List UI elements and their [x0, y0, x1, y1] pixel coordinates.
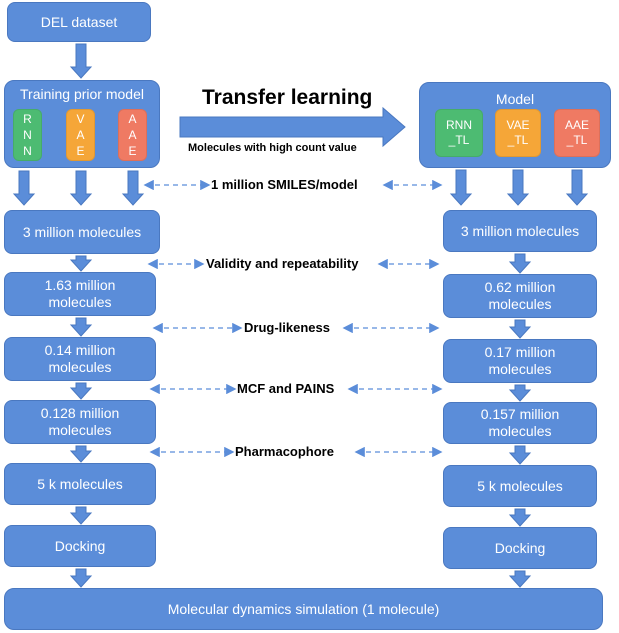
right-step-3-label: 0.17 million molecules	[484, 344, 556, 377]
transfer-subtitle: Molecules with high count value	[188, 142, 357, 154]
rnn-chip: R N N	[13, 109, 42, 161]
left-step-6-label: Docking	[54, 537, 106, 554]
right-step-3: 0.17 million molecules	[443, 339, 597, 383]
left-step-3: 0.14 million molecules	[4, 337, 156, 381]
right-step-4-label: 0.157 million molecules	[480, 406, 560, 439]
filter-label-validity: Validity and repeatability	[206, 256, 359, 271]
left-step-4: 0.128 million molecules	[4, 400, 156, 444]
right-step-6-label: Docking	[494, 539, 546, 556]
left-step-6: Docking	[4, 525, 156, 567]
arrow-right-step-5	[508, 508, 532, 527]
right-step-1: 3 million molecules	[443, 210, 597, 252]
vae-chip-label: V A E	[76, 112, 85, 158]
aae-tl-chip: AAE _TL	[554, 109, 600, 157]
left-step-2: 1.63 million molecules	[4, 272, 156, 316]
right-step-2: 0.62 million molecules	[443, 274, 597, 318]
arrow-left-step-1	[69, 255, 93, 272]
transfer-arrow	[179, 106, 406, 148]
arrow-left-step-6	[69, 568, 93, 588]
tl-model-title: Model	[495, 91, 535, 107]
arrow-left-step-3	[69, 382, 93, 400]
arrow-tl-model-1	[506, 169, 530, 206]
right-step-5: 5 k molecules	[443, 465, 597, 507]
left-step-5-label: 5 k molecules	[37, 475, 123, 492]
right-step-6: Docking	[443, 527, 597, 569]
rnn-chip-label: R N N	[23, 112, 32, 158]
md-simulation-box: Molecular dynamics simulation (1 molecul…	[4, 588, 603, 630]
del-dataset-box: DEL dataset	[7, 2, 151, 42]
right-step-2-label: 0.62 million molecules	[484, 279, 556, 312]
arrow-tl-model-0	[449, 169, 473, 206]
arrow-tl-model-2	[565, 169, 589, 206]
vae-chip: V A E	[66, 109, 95, 161]
left-step-3-label: 0.14 million molecules	[44, 342, 116, 375]
tl-model-container: Model RNN _TL VAE _TL AAE _TL	[419, 82, 611, 168]
md-simulation-label: Molecular dynamics simulation (1 molecul…	[167, 600, 440, 617]
arrow-right-step-1	[508, 253, 532, 274]
transfer-learning-title: Transfer learning	[202, 86, 373, 109]
vae-tl-chip-label: VAE _TL	[506, 118, 530, 147]
arrow-prior-model-0	[12, 170, 36, 206]
vae-tl-chip: VAE _TL	[495, 109, 541, 157]
arrow-prior-model-1	[69, 170, 93, 206]
left-step-4-label: 0.128 million molecules	[40, 405, 120, 438]
rnn-tl-chip: RNN _TL	[435, 109, 483, 157]
right-step-5-label: 5 k molecules	[477, 477, 563, 494]
right-step-4: 0.157 million molecules	[443, 402, 597, 444]
prior-model-container: Training prior model R N N V A E A A E	[4, 80, 160, 168]
left-step-1: 3 million molecules	[4, 210, 160, 254]
aae-chip: A A E	[118, 109, 147, 161]
arrow-right-step-3	[508, 384, 532, 402]
filter-label-mcf-pains: MCF and PAINS	[237, 381, 335, 396]
filter-label-drug-likeness: Drug-likeness	[244, 320, 330, 335]
filter-label-pharmacophore: Pharmacophore	[235, 444, 334, 459]
prior-model-title: Training prior model	[20, 86, 144, 102]
aae-chip-label: A A E	[128, 112, 137, 158]
arrow-right-step-4	[508, 445, 532, 465]
arrow-prior-model-2	[121, 170, 145, 206]
arrow-left-step-2	[69, 317, 93, 337]
arrow-left-step-5	[69, 506, 93, 525]
filter-label-smiles: 1 million SMILES/model	[211, 177, 358, 192]
aae-tl-chip-label: AAE _TL	[564, 118, 589, 147]
arrow-dataset-to-prior	[69, 43, 93, 79]
right-step-1-label: 3 million molecules	[460, 222, 580, 239]
left-step-5: 5 k molecules	[4, 463, 156, 505]
arrow-right-step-2	[508, 319, 532, 339]
left-step-2-label: 1.63 million molecules	[44, 277, 116, 310]
rnn-tl-chip-label: RNN _TL	[446, 118, 472, 147]
del-dataset-label: DEL dataset	[40, 13, 118, 30]
arrow-left-step-4	[69, 445, 93, 463]
arrow-right-step-6	[508, 570, 532, 588]
left-step-1-label: 3 million molecules	[22, 223, 142, 240]
